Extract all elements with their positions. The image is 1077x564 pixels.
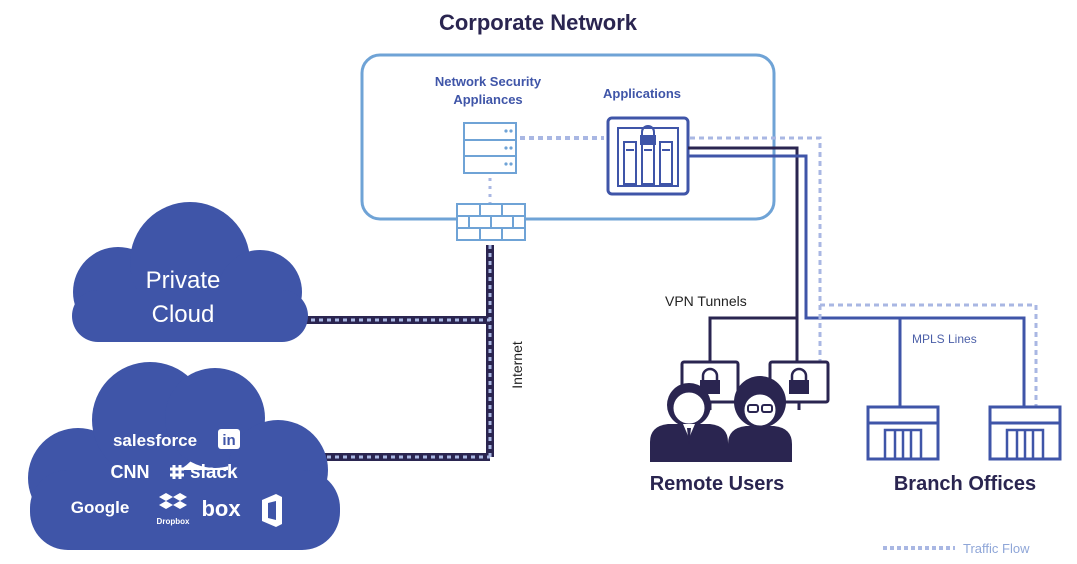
private-cloud <box>72 202 308 342</box>
mpls-lines-label: MPLS Lines <box>912 332 977 346</box>
salesforce-logo: salesforce <box>113 431 197 450</box>
office-icon <box>262 494 282 527</box>
cnn-logo: CNN <box>111 462 150 482</box>
male-user-icon <box>650 383 728 462</box>
dropbox-logo-text: Dropbox <box>157 517 190 526</box>
private-cloud-label-1: Private <box>146 267 221 294</box>
dropbox-logo: Dropbox <box>157 493 190 526</box>
firewall-icon <box>456 203 526 241</box>
slack-logo-text: slack <box>190 462 238 483</box>
slack-logo: slack <box>170 462 238 483</box>
server-stack-icon <box>463 122 517 174</box>
security-appliances-label-1: Network Security <box>435 74 542 89</box>
applications-lock-icon <box>606 116 690 196</box>
internet-label: Internet <box>509 341 525 389</box>
remote-users-label: Remote Users <box>650 473 785 495</box>
branch-office-icon-right <box>988 405 1062 461</box>
linkedin-logo-text: in <box>222 432 235 449</box>
google-logo: Google <box>71 498 130 517</box>
internet-link <box>303 245 494 461</box>
female-user-icon <box>728 376 792 462</box>
corporate-network-title: Corporate Network <box>439 10 638 35</box>
linkedin-logo: in <box>218 429 240 449</box>
traffic-flow-lines <box>690 136 1038 407</box>
branch-offices-label: Branch Offices <box>894 473 1036 495</box>
private-cloud-label-2: Cloud <box>152 301 215 328</box>
mpls-lines <box>688 154 1026 407</box>
applications-label: Applications <box>603 86 681 101</box>
branch-office-icon-left <box>866 405 940 461</box>
vpn-tunnel-lines <box>688 146 799 362</box>
vpn-tunnels-label: VPN Tunnels <box>665 293 747 309</box>
security-appliances-label-2: Appliances <box>453 92 522 107</box>
box-logo: box <box>201 496 241 521</box>
slack-hash-icon <box>170 465 184 479</box>
legend-traffic-flow-label: Traffic Flow <box>963 541 1030 556</box>
saas-cloud <box>28 362 340 550</box>
